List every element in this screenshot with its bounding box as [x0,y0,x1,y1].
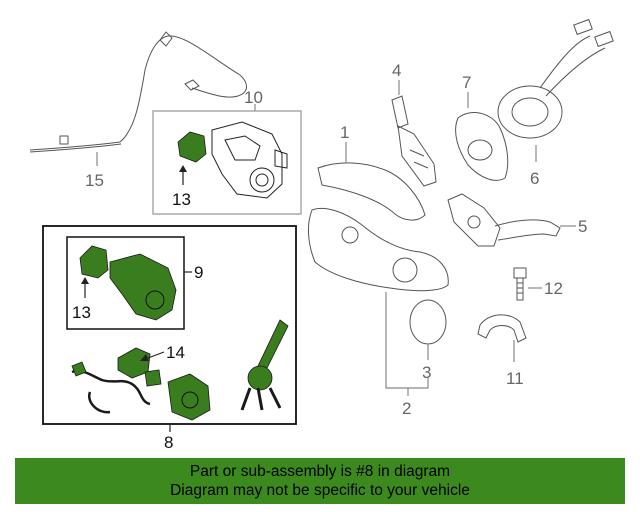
banner-line-2: Diagram may not be specific to your vehi… [170,482,470,499]
callout-6: 6 [530,169,539,188]
part-4-switch [391,95,437,187]
callout-9: 9 [194,263,203,282]
callout-3: 3 [422,363,431,382]
callout-2: 2 [402,399,411,418]
leader-2-bracket [385,292,429,389]
assembly-10-box [152,110,302,215]
part-3-ring [409,299,447,345]
callout-13-upper: 13 [172,190,191,209]
info-banner: Part or sub-assembly is #8 in diagram Di… [15,458,625,504]
callout-7: 7 [462,73,471,92]
assembly-9-box [66,236,185,330]
callout-8: 8 [164,433,173,452]
part-13-lower [79,245,109,279]
part-13-upper [177,131,207,163]
banner-line-1: Part or sub-assembly is #8 in diagram [189,463,451,480]
part-6-clock-spring [497,18,614,139]
callout-4: 4 [392,61,401,80]
part-7-plate [455,112,509,181]
part-ignition-switch [167,373,211,421]
part-lower-cover [307,207,449,292]
part-keys [240,319,289,411]
part-14-harness [71,369,151,414]
callout-15: 15 [85,171,104,190]
callout-13-lower: 13 [72,303,91,322]
part-9-lock-cylinder [109,253,177,321]
leader-14 [147,351,165,359]
callout-1: 1 [340,123,349,142]
part-10-lock-housing [211,121,288,199]
part-5-switch [447,193,561,247]
callout-5: 5 [578,217,587,236]
part-11-clamp [477,314,527,343]
callout-11: 11 [506,369,524,388]
part-1-upper-cover [317,162,426,221]
callout-10: 10 [244,88,263,107]
callout-12: 12 [544,279,563,298]
part-12-bolt [513,267,527,301]
callout-14: 14 [166,343,185,362]
part-15-harness [29,31,247,153]
